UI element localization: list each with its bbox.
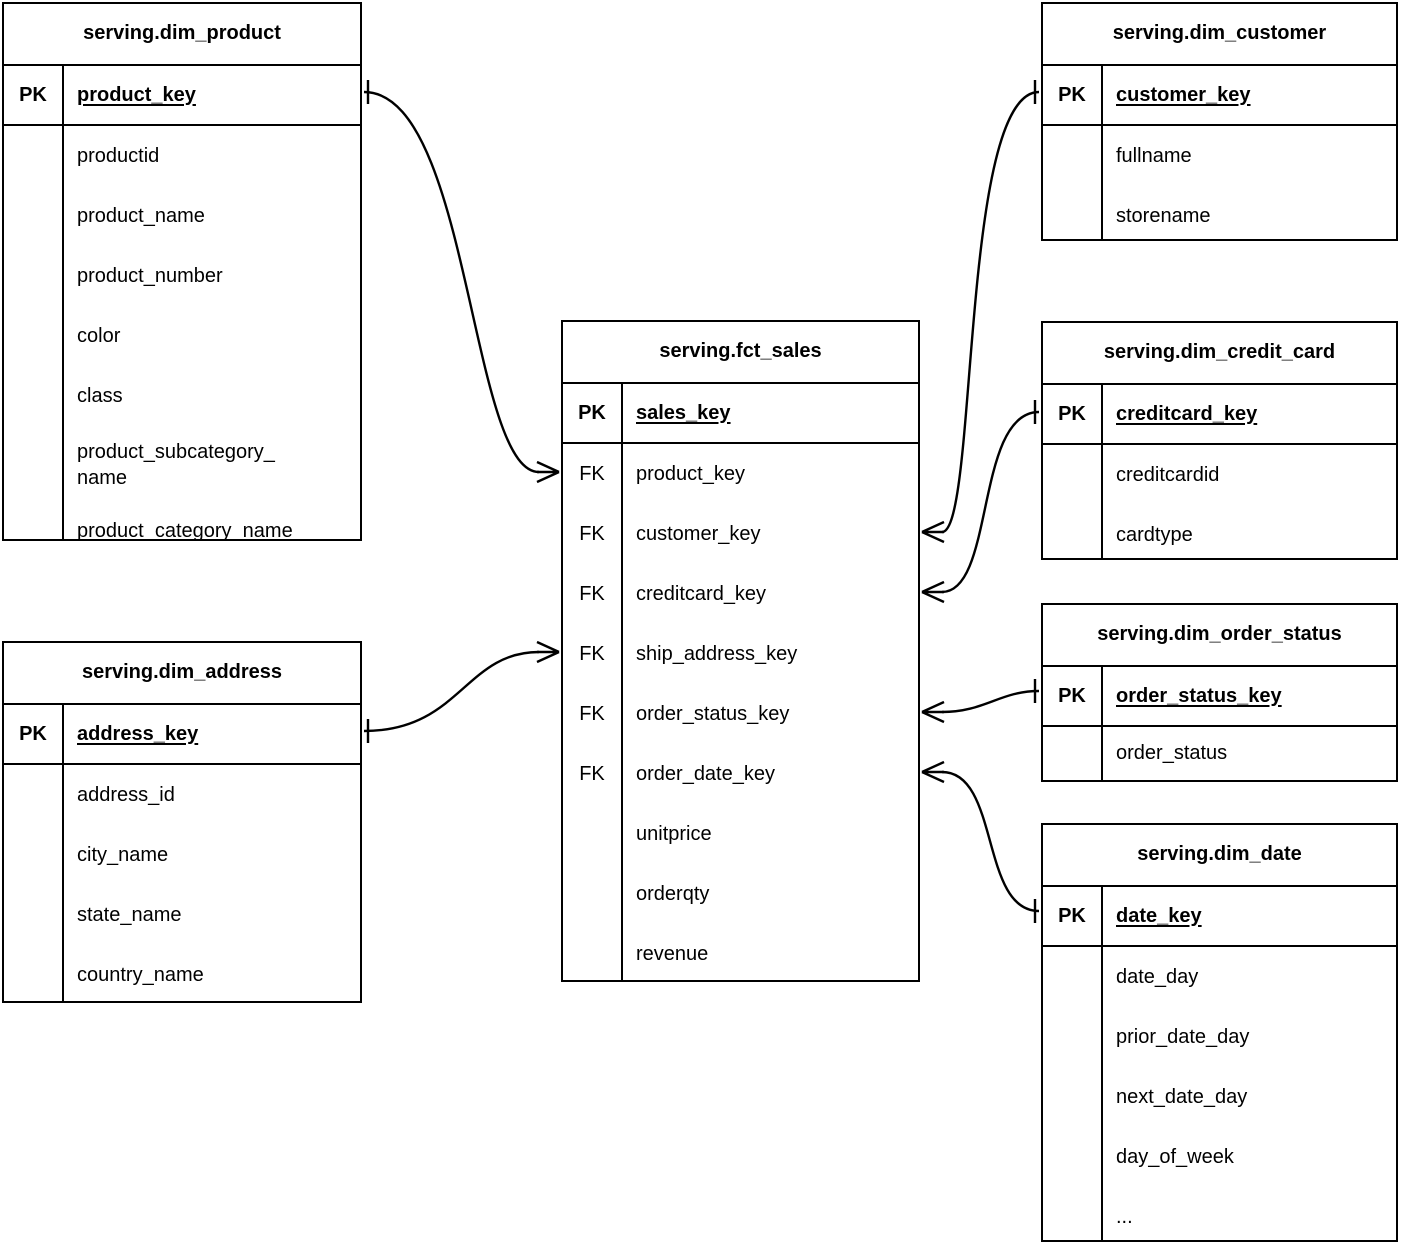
relationship-orderstatus-sales — [921, 679, 1040, 724]
field-section: creditcardid cardtype — [1043, 445, 1396, 565]
fk-field-row: creditcard_key — [636, 582, 767, 605]
relationship-customer-sales — [921, 80, 1040, 544]
field-row: revenue — [636, 942, 709, 965]
pk-field-name: product_key — [77, 83, 196, 106]
field-row: product_category_name — [77, 520, 293, 542]
pk-row: PK product_key — [4, 66, 360, 126]
relationship-address-sales — [363, 640, 560, 743]
pk-field-name: date_key — [1116, 904, 1202, 927]
field-row: color — [77, 324, 121, 347]
field-section: address_id city_name state_name country_… — [4, 765, 360, 1005]
field-list: date_day prior_date_day next_date_day da… — [1103, 947, 1396, 1247]
key-gutter — [4, 765, 64, 1001]
fk-field-row: ship_address_key — [636, 642, 798, 665]
field-section: order_status — [1043, 727, 1396, 780]
field-row-ellipsis: ... — [1116, 1205, 1133, 1228]
field-row: fullname — [1116, 144, 1192, 167]
entity-dim-customer[interactable]: serving.dim_customer PK customer_key ful… — [1041, 2, 1398, 241]
pk-label: PK — [1043, 66, 1103, 124]
entity-fct-sales[interactable]: serving.fct_sales PK sales_key FK FK FK … — [561, 320, 920, 982]
key-gutter — [1043, 947, 1103, 1240]
field-row: product_name — [77, 204, 205, 227]
fk-label: FK — [579, 582, 605, 605]
pk-row: PK date_key — [1043, 887, 1396, 947]
field-row: address_id — [77, 783, 175, 806]
pk-field-name: customer_key — [1116, 83, 1251, 106]
field-row: product_number — [77, 264, 223, 287]
entity-title: serving.dim_product — [4, 4, 360, 66]
field-list: product_key customer_key creditcard_key … — [623, 444, 918, 984]
entity-dim-date[interactable]: serving.dim_date PK date_key date_day pr… — [1041, 823, 1398, 1242]
field-row: productid — [77, 144, 160, 167]
entity-dim-address[interactable]: serving.dim_address PK address_key addre… — [2, 641, 362, 1003]
pk-field-name: address_key — [77, 722, 199, 745]
field-row: day_of_week — [1116, 1145, 1234, 1168]
field-row: product_subcategory_ name — [77, 441, 275, 489]
relationship-product-sales — [363, 80, 560, 484]
field-section: FK FK FK FK FK FK product_key customer_k… — [563, 444, 918, 984]
field-list: order_status — [1103, 727, 1396, 780]
pk-field-name: order_status_key — [1116, 684, 1282, 707]
pk-row: PK customer_key — [1043, 66, 1396, 126]
field-row: date_day — [1116, 965, 1199, 988]
field-list: address_id city_name state_name country_… — [64, 765, 360, 1005]
field-list: productid product_name product_number co… — [64, 126, 360, 559]
pk-label: PK — [4, 66, 64, 124]
field-row: prior_date_day — [1116, 1025, 1250, 1048]
pk-row: PK creditcard_key — [1043, 385, 1396, 445]
fk-label: FK — [579, 522, 605, 545]
pk-label: PK — [563, 384, 623, 442]
key-gutter — [4, 126, 64, 539]
fk-field-row: product_key — [636, 462, 745, 485]
fk-field-row: order_date_key — [636, 762, 775, 785]
fk-field-row: customer_key — [636, 522, 761, 545]
field-section: productid product_name product_number co… — [4, 126, 360, 559]
key-gutter — [1043, 445, 1103, 558]
pk-label: PK — [4, 705, 64, 763]
field-section: fullname storename — [1043, 126, 1396, 246]
pk-label: PK — [1043, 887, 1103, 945]
fk-field-row: order_status_key — [636, 702, 790, 725]
field-row: order_status — [1116, 742, 1228, 764]
entity-dim-product[interactable]: serving.dim_product PK product_key produ… — [2, 2, 362, 542]
field-row: class — [77, 384, 123, 407]
entity-title: serving.dim_customer — [1043, 4, 1396, 66]
field-row: cardtype — [1116, 523, 1193, 546]
pk-field-name: sales_key — [636, 401, 731, 424]
entity-dim-credit-card[interactable]: serving.dim_credit_card PK creditcard_ke… — [1041, 321, 1398, 560]
field-list: fullname storename — [1103, 126, 1396, 246]
fk-label: FK — [579, 462, 605, 485]
fk-label: FK — [579, 762, 605, 785]
entity-title: serving.dim_address — [4, 643, 360, 705]
key-gutter — [1043, 727, 1103, 780]
relationship-creditcard-sales — [921, 400, 1040, 604]
field-section: date_day prior_date_day next_date_day da… — [1043, 947, 1396, 1247]
entity-title: serving.dim_credit_card — [1043, 323, 1396, 385]
field-row: creditcardid — [1116, 463, 1220, 486]
fk-label: FK — [579, 642, 605, 665]
relationship-date-sales — [921, 760, 1040, 923]
pk-row: PK sales_key — [563, 384, 918, 444]
field-row: unitprice — [636, 822, 712, 845]
pk-row: PK order_status_key — [1043, 667, 1396, 727]
field-row: orderqty — [636, 882, 710, 905]
field-row: country_name — [77, 963, 204, 986]
field-row: city_name — [77, 843, 169, 866]
entity-dim-order-status[interactable]: serving.dim_order_status PK order_status… — [1041, 603, 1398, 782]
key-gutter: FK FK FK FK FK FK — [563, 444, 623, 980]
fk-label: FK — [579, 702, 605, 725]
entity-title: serving.fct_sales — [563, 322, 918, 384]
pk-field-name: creditcard_key — [1116, 402, 1258, 425]
field-row: state_name — [77, 903, 182, 926]
pk-label: PK — [1043, 667, 1103, 725]
field-row: next_date_day — [1116, 1085, 1248, 1108]
pk-row: PK address_key — [4, 705, 360, 765]
pk-label: PK — [1043, 385, 1103, 443]
entity-title: serving.dim_date — [1043, 825, 1396, 887]
field-list: creditcardid cardtype — [1103, 445, 1396, 565]
key-gutter — [1043, 126, 1103, 239]
field-row: storename — [1116, 204, 1211, 227]
entity-title: serving.dim_order_status — [1043, 605, 1396, 667]
